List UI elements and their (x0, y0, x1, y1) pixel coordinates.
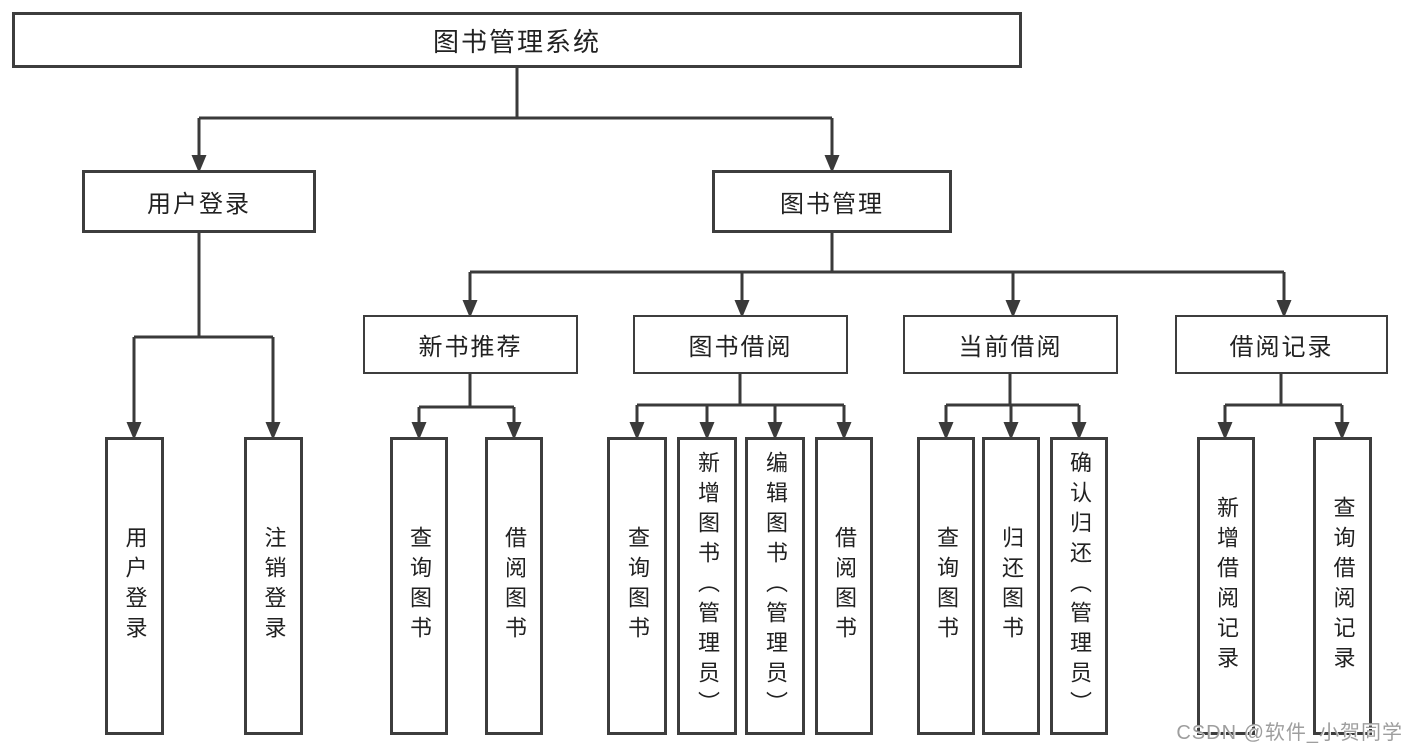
arrow-down-icon (411, 422, 427, 440)
node-root-label: 图书管理系统 (432, 26, 601, 57)
arrow-down-icon (824, 155, 840, 173)
arrow-down-icon (734, 300, 750, 318)
leaf-label: 新增图书（管理员） (695, 451, 720, 721)
leaf-label: 注销登录 (261, 526, 287, 646)
leaf-label: 查询图书 (407, 526, 432, 646)
leaf-label: 编辑图书（管理员） (763, 451, 788, 721)
edge-root-to-level2 (197, 68, 834, 156)
arrow-down-icon (836, 422, 852, 440)
edge-current-to-leaves (944, 374, 1081, 423)
node-book-management: 图书管理 (712, 170, 952, 233)
arrow-down-icon (767, 422, 783, 440)
arrow-down-icon (1276, 300, 1292, 318)
leaf-label: 归还图书 (999, 526, 1024, 646)
arrow-down-icon (506, 422, 522, 440)
arrow-down-icon (191, 155, 207, 173)
leaf-confirm-return-admin: 确认归还（管理员） (1050, 437, 1108, 735)
arrow-down-icon (1334, 422, 1350, 440)
leaf-label: 新增借阅记录 (1214, 496, 1239, 676)
leaf-borrow-books: 借阅图书 (815, 437, 873, 735)
node-new-book-recommend: 新书推荐 (363, 315, 578, 374)
arrow-down-icon (1005, 300, 1021, 318)
leaf-return-books: 归还图书 (982, 437, 1040, 735)
arrow-down-icon (629, 422, 645, 440)
leaf-logout: 注销登录 (244, 437, 303, 735)
edge-bookmgmt-to-level3 (468, 233, 1286, 301)
leaf-query-books-current: 查询图书 (917, 437, 975, 735)
leaf-label: 查询图书 (934, 526, 959, 646)
arrow-down-icon (1003, 422, 1019, 440)
node-book-borrow: 图书借阅 (633, 315, 848, 374)
leaf-add-books-admin: 新增图书（管理员） (677, 437, 737, 735)
leaf-label: 查询借阅记录 (1330, 496, 1356, 676)
leaf-label: 用户登录 (122, 526, 148, 646)
leaf-label: 借阅图书 (832, 526, 857, 646)
leaf-query-books-recommend: 查询图书 (390, 437, 448, 735)
node-label: 借阅记录 (1229, 334, 1334, 361)
leaf-query-books-borrow: 查询图书 (607, 437, 667, 735)
leaf-user-login: 用户登录 (105, 437, 164, 735)
edge-userlogin-to-leaves (132, 233, 275, 423)
csdn-watermark: CSDN @软件_小贺同学 (1176, 722, 1403, 744)
node-root: 图书管理系统 (12, 12, 1022, 68)
leaf-label: 借阅图书 (502, 526, 527, 646)
node-user-login: 用户登录 (82, 170, 316, 233)
arrow-down-icon (699, 422, 715, 440)
leaf-borrow-books-recommend: 借阅图书 (485, 437, 543, 735)
arrow-down-icon (462, 300, 478, 318)
leaf-label: 查询图书 (625, 526, 650, 646)
node-label: 用户登录 (147, 191, 251, 218)
node-current-borrow: 当前借阅 (903, 315, 1118, 374)
leaf-label: 确认归还（管理员） (1067, 451, 1092, 721)
leaf-add-borrow-record: 新增借阅记录 (1197, 437, 1255, 735)
arrow-down-icon (265, 422, 281, 440)
arrow-down-icon (126, 422, 142, 440)
leaf-query-borrow-record: 查询借阅记录 (1313, 437, 1372, 735)
arrow-down-icon (1071, 422, 1087, 440)
node-label: 图书借阅 (688, 334, 793, 361)
edge-newbooks-to-leaves (417, 374, 516, 423)
node-label: 当前借阅 (958, 334, 1063, 361)
node-label: 图书管理 (780, 191, 884, 218)
arrow-down-icon (938, 422, 954, 440)
edge-borrow-to-leaves (635, 374, 846, 423)
edge-records-to-leaves (1223, 374, 1344, 423)
node-label: 新书推荐 (418, 334, 523, 361)
leaf-edit-books-admin: 编辑图书（管理员） (745, 437, 805, 735)
arrow-down-icon (1217, 422, 1233, 440)
node-borrow-records: 借阅记录 (1175, 315, 1388, 374)
